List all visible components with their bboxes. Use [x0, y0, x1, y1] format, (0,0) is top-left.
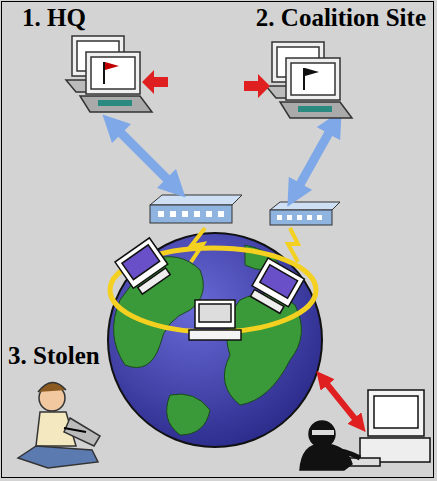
link-arrow [112, 124, 176, 188]
attack-arrow [322, 378, 360, 425]
lightning [288, 228, 298, 262]
globe [108, 233, 322, 447]
router-1 [150, 195, 242, 223]
thief-at-computer [300, 390, 430, 470]
router-2 [270, 202, 340, 225]
laptop-pair-hq [66, 36, 152, 112]
laptop-pair-coalition [266, 42, 352, 118]
lightning [191, 228, 205, 262]
link-arrow [294, 122, 335, 195]
red-arrow [142, 70, 168, 94]
red-arrow [244, 74, 270, 98]
site-label: 1. HQ [22, 4, 122, 32]
sitting-person [18, 382, 100, 468]
site-label: 2. Coalition Site [226, 4, 426, 32]
site-label: 3. Stolen [8, 342, 138, 370]
ring-computers [115, 238, 304, 340]
